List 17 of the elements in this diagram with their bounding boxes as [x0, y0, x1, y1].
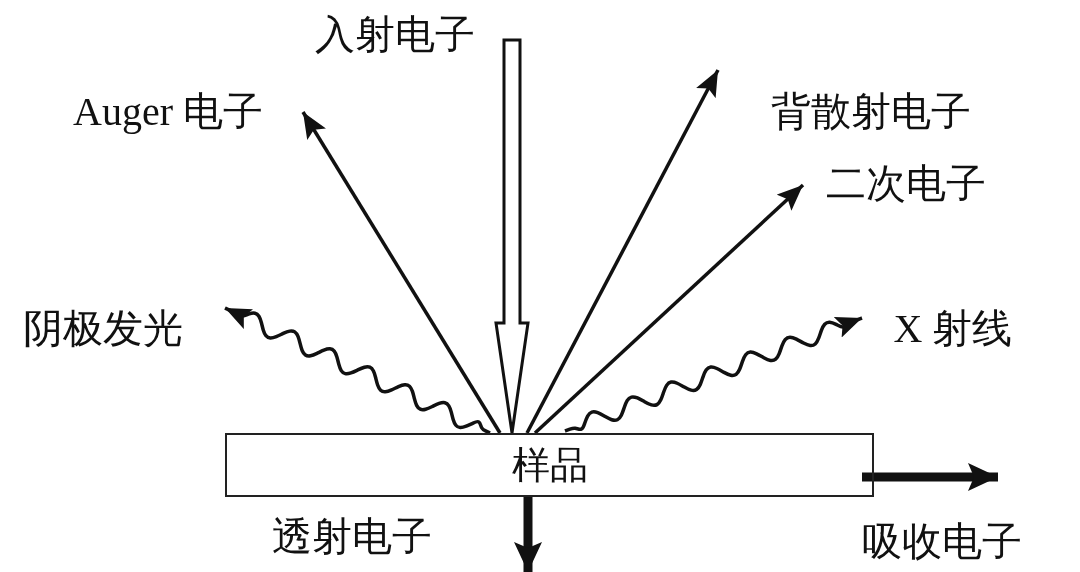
arrow — [533, 183, 805, 435]
particle-label: Auger 电子 — [73, 92, 263, 132]
hollow-arrow — [494, 38, 530, 435]
arrow — [514, 497, 542, 572]
sample-box — [225, 433, 874, 497]
arrow — [862, 463, 998, 491]
arrow — [525, 69, 720, 434]
particle-label: 阴极发光 — [23, 309, 183, 349]
particle-label: 入射电子 — [315, 15, 475, 55]
wavy-arrow — [564, 316, 863, 433]
particle-label: 背散射电子 — [771, 92, 971, 132]
particle-label: X 射线 — [893, 309, 1013, 349]
sample-label: 样品 — [511, 446, 588, 484]
arrow — [301, 111, 502, 434]
particle-label: 吸收电子 — [862, 522, 1022, 562]
wavy-arrow — [224, 306, 491, 435]
particle-label: 二次电子 — [826, 164, 986, 204]
